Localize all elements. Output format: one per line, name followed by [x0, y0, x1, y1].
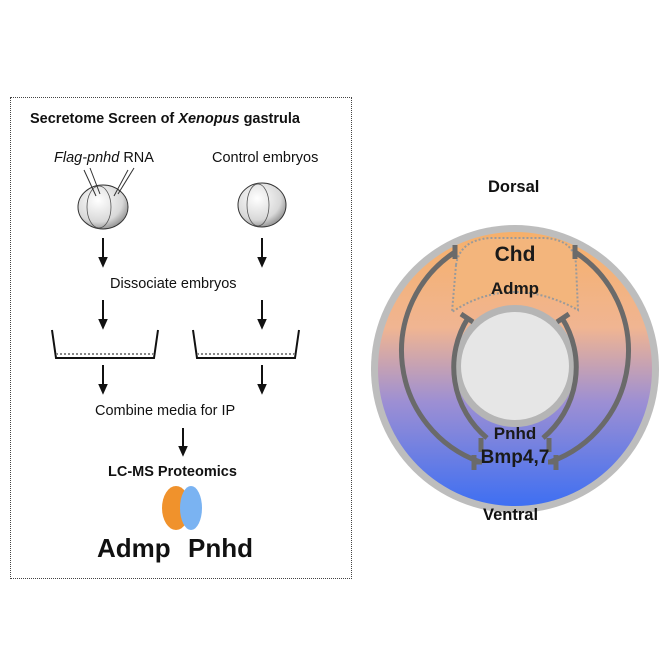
dorsoventral-model-disc: Chd Admp Pnhd Bmp4,7: [371, 225, 659, 513]
dorsal-label: Dorsal: [488, 178, 540, 196]
pnhd-shape: [180, 486, 202, 530]
proteomics-step-label: LC-MS Proteomics: [108, 464, 237, 480]
dissociate-step-label: Dissociate embryos: [110, 276, 237, 292]
control-embryo-icon: [237, 182, 287, 228]
pnhd-label: Pnhd: [494, 424, 537, 443]
culture-dish-right-icon: [192, 329, 300, 359]
secretome-screen-panel: [10, 97, 352, 579]
flag-pnhd-rna-label: Flag-pnhd RNA: [54, 150, 154, 166]
result-admp-label: Admp: [97, 533, 171, 563]
inhibition-arcs: [399, 245, 631, 470]
combine-step-label: Combine media for IP: [95, 403, 236, 419]
injected-embryo-icon: [77, 167, 135, 230]
chd-label: Chd: [495, 243, 536, 266]
control-embryos-label: Control embryos: [212, 150, 319, 166]
workflow-arrows: [98, 238, 267, 457]
result-pnhd-label: Pnhd: [188, 533, 253, 563]
admp-label: Admp: [491, 279, 539, 298]
admp-pnhd-binding-icon: [162, 486, 202, 530]
bmp47-label: Bmp4,7: [481, 447, 550, 468]
screen-title: Secretome Screen of Xenopus gastrula: [30, 111, 300, 127]
ventral-label: Ventral: [483, 506, 539, 524]
culture-dish-left-icon: [51, 329, 159, 359]
dorsal-organizer-region: [450, 237, 580, 314]
